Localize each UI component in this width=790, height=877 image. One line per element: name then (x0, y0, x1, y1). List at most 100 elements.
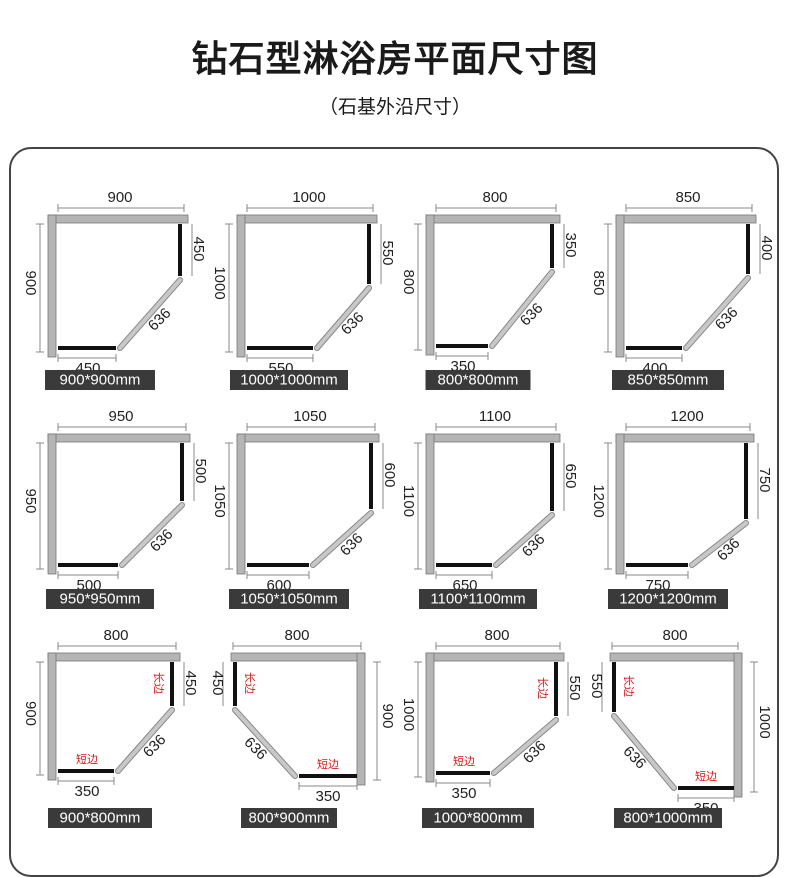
diagonal-dimension: 636 (147, 526, 177, 556)
top-dimension: 850 (675, 189, 700, 206)
size-label: 800*1000mm (623, 809, 712, 826)
door-glass (120, 503, 184, 567)
diagonal-dimension: 636 (241, 734, 271, 764)
short-side-note: 短边 (453, 754, 475, 768)
page-subtitle: （石基外沿尺寸） (318, 96, 471, 118)
side-dimension: 1000 (211, 266, 228, 299)
bottom-dimension: 350 (74, 783, 99, 800)
side-dimension: 800 (400, 269, 417, 294)
top-dimension: 800 (484, 627, 509, 644)
door-glass (612, 714, 676, 790)
side-dimension: 1000 (756, 705, 773, 738)
diagonal-dimension: 636 (712, 304, 742, 334)
size-label-bg (241, 808, 337, 828)
diagonal-dimension: 636 (517, 300, 547, 330)
size-label: 800*900mm (249, 809, 330, 826)
left-wall (425, 652, 435, 783)
left-wall (425, 214, 435, 356)
side-dimension: 1000 (400, 698, 417, 731)
side-dimension: 1050 (211, 484, 228, 517)
top-dimension: 1050 (293, 408, 326, 425)
diagonal-dimension: 636 (140, 731, 170, 761)
door-glass (311, 511, 373, 567)
size-label: 1100*1100mm (430, 590, 525, 607)
shower-diagram-12: 8001000550350636长边短边800*1000mm (588, 627, 773, 828)
diagonal-dimension: 636 (520, 737, 550, 767)
right-dimension: 550 (566, 675, 583, 700)
long-side-note: 长边 (536, 677, 549, 699)
size-label-bg (46, 589, 154, 609)
door-glass (490, 270, 554, 348)
top-wall (615, 214, 757, 224)
door-glass (684, 276, 750, 350)
side-dimension: 900 (22, 701, 39, 726)
top-dimension: 800 (284, 627, 309, 644)
top-wall (230, 652, 366, 662)
door-glass (233, 708, 297, 778)
top-dimension: 800 (482, 189, 507, 206)
size-label-bg (419, 589, 537, 609)
right-dimension: 650 (562, 463, 579, 488)
top-wall (47, 214, 189, 224)
left-wall (615, 214, 625, 358)
top-dimension: 900 (107, 189, 132, 206)
top-dimension: 800 (662, 627, 687, 644)
diagonal-dimension: 636 (337, 530, 367, 560)
top-dimension: 1000 (292, 189, 325, 206)
size-label-bg (612, 370, 724, 390)
side-dimension: 1100 (400, 485, 417, 517)
door-glass (494, 513, 554, 567)
size-label-bg (425, 370, 531, 390)
size-label-bg (614, 808, 722, 828)
left-wall (47, 433, 57, 575)
long-side-note: 长边 (152, 672, 165, 694)
right-dimension: 350 (562, 232, 579, 257)
floor-plan-diagrams: 900900450450636900*900mm1000100055055063… (22, 189, 775, 828)
side-dimension: 900 (379, 703, 396, 728)
diagonal-dimension: 636 (519, 531, 549, 561)
side-dimension: 950 (22, 488, 39, 513)
page-title: 钻石型淋浴房平面尺寸图 (191, 39, 599, 80)
right-wall (733, 652, 743, 798)
left-wall (47, 214, 57, 358)
top-wall (425, 652, 565, 662)
size-label: 800*800mm (438, 371, 519, 388)
size-label: 1200*1200mm (619, 590, 717, 607)
top-wall (425, 433, 561, 443)
top-wall (47, 433, 191, 443)
top-dimension: 950 (108, 408, 133, 425)
right-dimension: 450 (182, 670, 199, 695)
size-label: 1000*1000mm (240, 371, 338, 388)
right-dimension: 750 (756, 467, 773, 492)
left-wall (47, 652, 57, 781)
right-dimension: 400 (758, 235, 775, 260)
diagonal-dimension: 636 (714, 535, 744, 565)
side-dimension: 850 (590, 270, 607, 295)
side-dimension: 900 (22, 270, 39, 295)
size-label-bg (229, 589, 349, 609)
left-dimension: 550 (588, 673, 605, 698)
left-dimension: 450 (209, 670, 226, 695)
size-label-bg (608, 589, 728, 609)
side-dimension: 1200 (590, 484, 607, 517)
top-dimension: 800 (103, 627, 128, 644)
short-side-note: 短边 (317, 757, 339, 771)
left-wall (425, 433, 435, 575)
top-dimension: 1100 (479, 408, 511, 425)
size-label-bg (48, 808, 152, 828)
right-dimension: 500 (192, 458, 209, 483)
door-glass (116, 708, 174, 773)
left-wall (236, 433, 246, 575)
door-glass (492, 718, 558, 775)
short-side-note: 短边 (695, 769, 717, 783)
top-wall (47, 652, 181, 662)
